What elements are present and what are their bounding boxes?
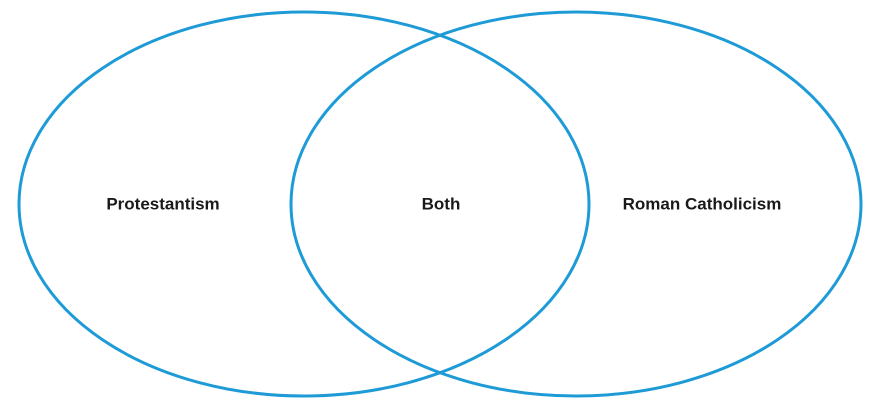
center-label: Both xyxy=(422,194,461,213)
left-circle xyxy=(17,10,591,398)
right-label: Roman Catholicism xyxy=(623,194,782,213)
right-circle xyxy=(289,10,863,398)
left-label: Protestantism xyxy=(106,194,219,213)
